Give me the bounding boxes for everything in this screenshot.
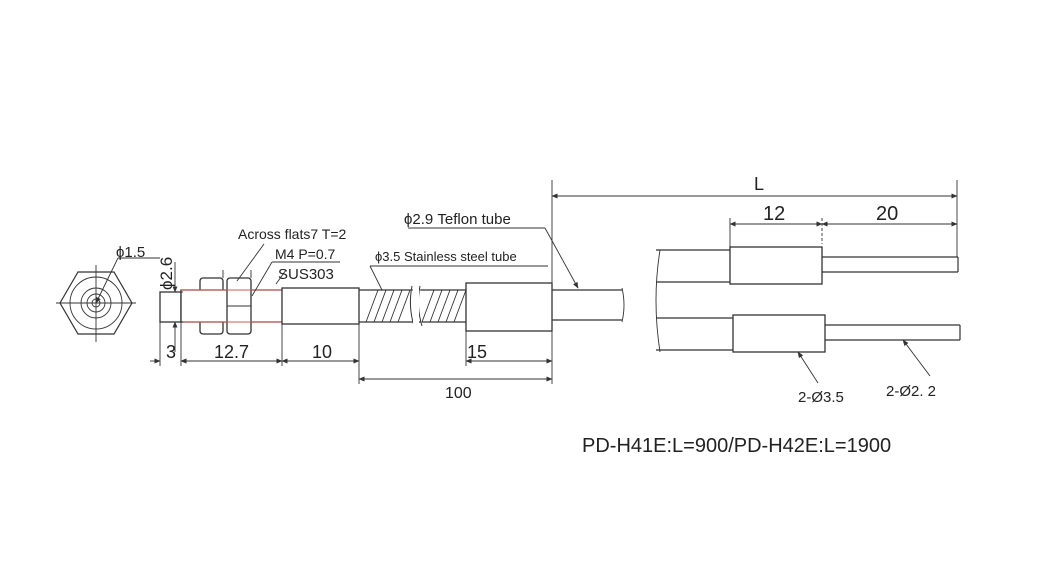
material-label: SUS303 bbox=[278, 266, 334, 283]
model-note: PD-H41E:L=900/PD-H42E:L=1900 bbox=[582, 435, 891, 457]
dimension-10: 10 bbox=[312, 342, 332, 362]
teflon-tube-label: ϕ2.9 Teflon tube bbox=[404, 211, 511, 228]
fiber-diameter-label: 2-Ø2. 2 bbox=[886, 383, 936, 400]
fiber-ends bbox=[655, 246, 961, 353]
end-view bbox=[56, 257, 160, 342]
head-leaders bbox=[236, 243, 340, 297]
dimension-3: 3 bbox=[166, 342, 176, 362]
dimension-L: L bbox=[754, 174, 764, 194]
right-dimensions bbox=[551, 180, 958, 384]
steel-tube-leader bbox=[369, 265, 383, 291]
sensor-head bbox=[159, 270, 360, 335]
tip-diameter-dimension bbox=[160, 262, 183, 352]
thread-label: M4 P=0.7 bbox=[275, 246, 336, 262]
stainless-steel-tube bbox=[359, 284, 467, 328]
tip-diameter-label: ϕ2.6 bbox=[157, 257, 176, 290]
sleeve-diameter-label: 2-Ø3.5 bbox=[798, 389, 844, 406]
cable-sleeve bbox=[465, 282, 625, 332]
steel-tube-label: ϕ3.5 Stainless steel tube bbox=[375, 249, 517, 264]
across-flats-label: Across flats7 T=2 bbox=[238, 226, 347, 242]
head-dimensions bbox=[150, 180, 553, 384]
dimension-15: 15 bbox=[467, 342, 487, 362]
dimension-100: 100 bbox=[445, 385, 472, 402]
hole-diameter-label: ϕ1.5 bbox=[116, 244, 145, 261]
dimension-12: 12 bbox=[763, 203, 785, 225]
dimension-20: 20 bbox=[876, 203, 898, 225]
dimension-12-7: 12.7 bbox=[214, 342, 249, 362]
